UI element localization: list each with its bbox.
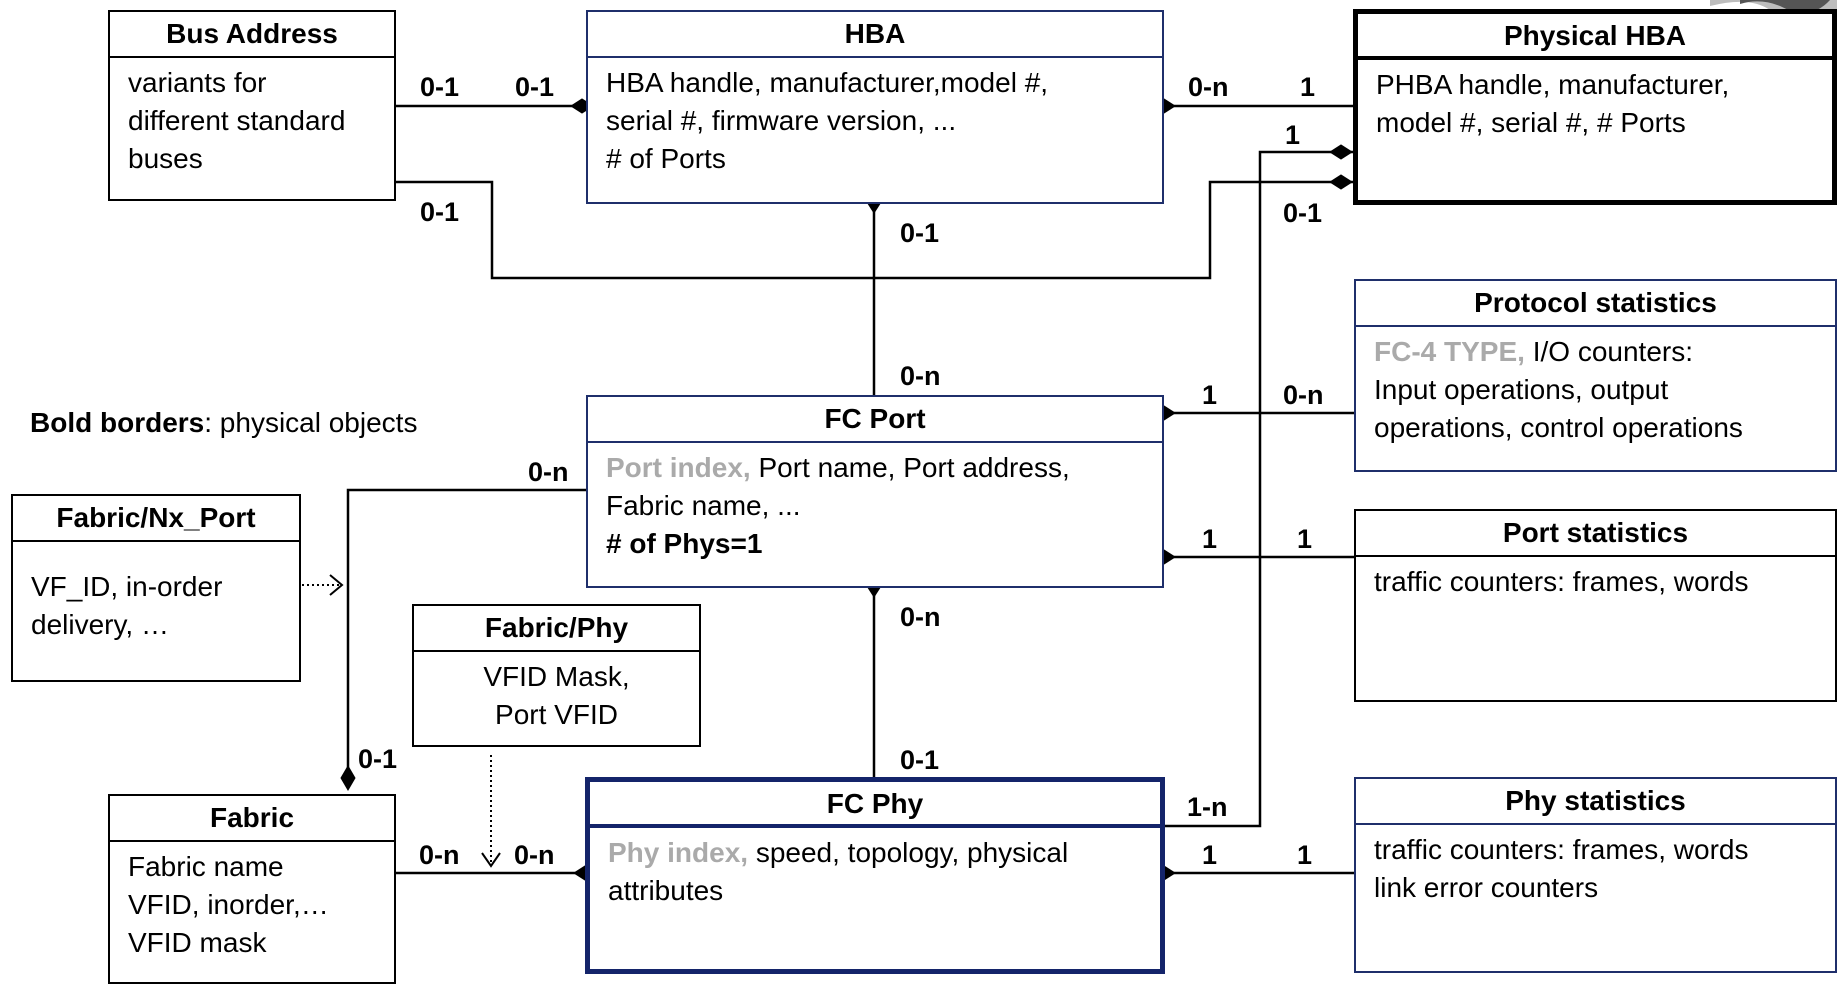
multiplicity-port-up: 0-n <box>900 361 941 391</box>
fabric-phy-line-2: Port VFID <box>495 699 618 730</box>
multiplicity-port-portstat-left: 1 <box>1202 524 1218 554</box>
phy-statistics-line-2: link error counters <box>1374 872 1599 903</box>
fc-port-phys-count: # of Phys=1 <box>606 528 763 559</box>
legend-note: Bold borders: physical objects <box>30 407 417 439</box>
phy-statistics-line-1: traffic counters: frames, words <box>1374 834 1749 865</box>
fabric-nx-port-title: Fabric/Nx_Port <box>13 496 299 542</box>
fabric-nx-port-line-1: VF_ID, in-order <box>31 571 223 602</box>
multiplicity-port-proto-left: 1 <box>1202 380 1218 410</box>
fc-phy-line-1: speed, topology, physical <box>748 837 1069 868</box>
bus-address-line-1: variants for <box>128 67 267 98</box>
phy-statistics-box: Phy statistics traffic counters: frames,… <box>1354 777 1837 973</box>
fabric-title: Fabric <box>110 796 394 842</box>
protocol-statistics-box: Protocol statistics FC-4 TYPE, I/O count… <box>1354 279 1837 472</box>
fabric-line-1: Fabric name <box>128 851 284 882</box>
nxport-arrowhead <box>329 574 344 596</box>
multiplicity-hba-phba-right: 1 <box>1300 72 1316 102</box>
multiplicity-hba-phba-left: 0-n <box>1188 72 1229 102</box>
fabric-line-2: VFID, inorder,… <box>128 889 329 920</box>
fc-phy-title: FC Phy <box>590 782 1160 828</box>
multiplicity-phy-phba-top: 1 <box>1285 120 1301 150</box>
physical-hba-title: Physical HBA <box>1358 14 1832 60</box>
fabric-nx-port-box: Fabric/Nx_Port VF_ID, in-order delivery,… <box>11 494 301 682</box>
fabric-line-3: VFID mask <box>128 927 267 958</box>
fabric-phy-box: Fabric/Phy VFID Mask, Port VFID <box>412 604 701 747</box>
legend-bold-part: Bold borders <box>30 407 205 438</box>
protocol-statistics-line-3: operations, control operations <box>1374 412 1743 443</box>
multiplicity-phy-phystat-left: 1 <box>1202 840 1218 870</box>
multiplicity-port-portstat-right: 1 <box>1297 524 1313 554</box>
fabric-box: Fabric Fabric name VFID, inorder,… VFID … <box>108 794 396 984</box>
hba-line-1: HBA handle, manufacturer,model #, <box>606 67 1049 98</box>
port-statistics-title: Port statistics <box>1356 511 1835 557</box>
port-statistics-line-1: traffic counters: frames, words <box>1374 566 1749 597</box>
legend-rest: : physical objects <box>204 407 418 438</box>
bus-address-title: Bus Address <box>110 12 394 58</box>
hba-line-3: # of Ports <box>606 143 726 174</box>
protocol-statistics-title: Protocol statistics <box>1356 281 1835 327</box>
bus-phba-line <box>395 180 1353 280</box>
fabric-top-diamond <box>340 765 356 791</box>
fc-port-box: FC Port Port index, Port name, Port addr… <box>586 395 1164 588</box>
multiplicity-port-down: 0-n <box>900 602 941 632</box>
multiplicity-bus-hba-right: 0-1 <box>515 72 555 102</box>
hba-title: HBA <box>588 12 1162 58</box>
fc-port-index: Port index, <box>606 452 751 483</box>
hba-line-2: serial #, firmware version, ... <box>606 105 957 136</box>
multiplicity-port-proto-right: 0-n <box>1283 380 1324 410</box>
fabric-nx-port-line-2: delivery, … <box>31 609 169 640</box>
multiplicity-bus-phba: 0-1 <box>420 197 460 227</box>
phba-diamond-lower <box>1329 174 1353 190</box>
bus-address-box: Bus Address variants for different stand… <box>108 10 396 201</box>
multiplicity-port-fabric-top: 0-n <box>528 457 569 487</box>
physical-hba-line-1: PHBA handle, manufacturer, <box>1376 69 1730 100</box>
physical-hba-box: Physical HBA PHBA handle, manufacturer, … <box>1353 9 1837 205</box>
fc-phy-index: Phy index, <box>608 837 749 868</box>
phba-diamond-upper <box>1329 144 1353 160</box>
phy-statistics-title: Phy statistics <box>1356 779 1835 825</box>
port-statistics-box: Port statistics traffic counters: frames… <box>1354 509 1837 702</box>
bus-address-line-2: different standard <box>128 105 346 136</box>
multiplicity-hba-down: 0-1 <box>900 218 940 248</box>
phy-phba-line <box>1163 150 1353 828</box>
multiplicity-bus-hba-left: 0-1 <box>420 72 460 102</box>
protocol-statistics-line-1: I/O counters: <box>1524 336 1693 367</box>
bus-address-line-3: buses <box>128 143 203 174</box>
fc-port-line-1: Port name, Port address, <box>750 452 1070 483</box>
multiplicity-phy-phba-side: 1-n <box>1187 792 1228 822</box>
protocol-statistics-fc4-type: FC-4 TYPE, <box>1374 336 1525 367</box>
fc-port-title: FC Port <box>588 397 1162 443</box>
physical-hba-line-2: model #, serial #, # Ports <box>1376 107 1686 138</box>
fc-phy-box: FC Phy Phy index, speed, topology, physi… <box>585 777 1165 974</box>
multiplicity-phy-phystat-right: 1 <box>1297 840 1313 870</box>
multiplicity-fabric-phy-right: 0-n <box>514 840 555 870</box>
fc-port-line-2: Fabric name, ... <box>606 490 801 521</box>
fabric-phy-title: Fabric/Phy <box>414 606 699 652</box>
fabric-phy-line-1: VFID Mask, <box>483 661 630 692</box>
multiplicity-phy-up: 0-1 <box>900 745 940 775</box>
fabricphy-arrowhead <box>481 852 501 868</box>
port-fabric-line <box>346 488 586 773</box>
multiplicity-fabric-phy-left: 0-n <box>419 840 460 870</box>
multiplicity-phba-bottom: 0-1 <box>1283 198 1323 228</box>
multiplicity-fabric-up: 0-1 <box>358 744 398 774</box>
fc-phy-line-2: attributes <box>608 875 724 906</box>
hba-box: HBA HBA handle, manufacturer,model #, se… <box>586 10 1164 204</box>
protocol-statistics-line-2: Input operations, output <box>1374 374 1669 405</box>
